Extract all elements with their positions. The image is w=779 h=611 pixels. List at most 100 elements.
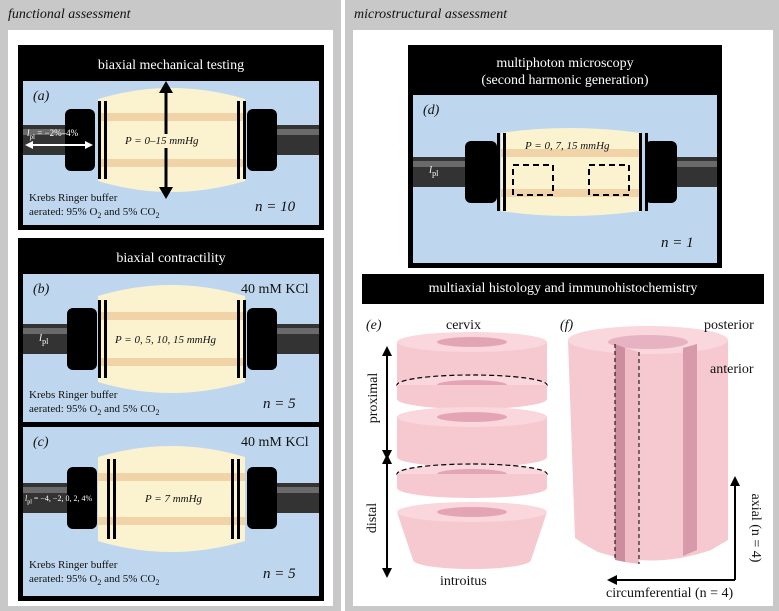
panel-b-n: n = 5	[263, 396, 296, 412]
imaging-region-left	[512, 164, 554, 196]
right-cannula-highlight	[259, 328, 319, 334]
histology-header: multiaxial histology and immunohistochem…	[428, 281, 698, 296]
proximal-label: proximal	[366, 372, 381, 424]
right-suture-1	[231, 459, 234, 539]
pressure-arrow-up	[159, 81, 173, 93]
panel-d-lpl-symbol: l	[429, 164, 433, 176]
imaging-region-right	[588, 164, 630, 196]
panel-f-label: (f)	[560, 318, 574, 333]
panel-d-header-line1: multiphoton microscopy	[496, 56, 634, 71]
axial-arrow-head	[730, 476, 740, 486]
ring-2-bottom	[397, 447, 547, 467]
right-suture-1	[237, 101, 240, 179]
left-clamp	[67, 308, 97, 370]
panel-d-header: multiphoton microscopy (second harmonic …	[408, 55, 722, 89]
buffer-o2: aerated: 95% O	[29, 403, 98, 415]
posterior-label: posterior	[704, 318, 754, 333]
circumferential-label: circumferential (n = 4)	[606, 586, 734, 601]
cut-face-dark	[615, 344, 625, 562]
panel-d-body: (d) P = 0, 7, 15 mmHg lpl n = 1	[413, 95, 717, 263]
right-clamp	[247, 109, 277, 171]
histology-header-bar: multiaxial histology and immunohistochem…	[362, 274, 764, 304]
panel-a-pressure-text: P = 0–15 mmHg	[125, 135, 199, 147]
panel-a-lpl-range: = −2%–4%	[34, 128, 79, 138]
buffer-o2: aerated: 95% O	[29, 573, 98, 585]
panel-a-label: (a)	[33, 89, 50, 104]
right-suture-1	[237, 300, 240, 378]
left-clamp	[67, 467, 97, 529]
vessel-band-bottom	[98, 358, 245, 366]
vessel-band-top	[98, 113, 245, 121]
panel-b-lpl-sub: pl	[42, 337, 49, 347]
vessel-band-bottom	[98, 517, 245, 525]
panel-d-header-line2: (second harmonic generation)	[481, 73, 649, 88]
panel-a-buffer-line1: Krebs Ringer buffer	[29, 192, 118, 204]
axial-label: axial (n = 4)	[748, 493, 763, 563]
panel-b-buffer-line2: aerated: 95% O2 and 5% CO2	[29, 402, 160, 420]
right-clamp	[645, 141, 677, 203]
panel-c-buffer: Krebs Ringer buffer aerated: 95% O2 and …	[29, 558, 160, 590]
ring-2-lumen	[437, 412, 507, 422]
sub-2: 2	[97, 211, 102, 221]
panel-b-lpl: lpl	[39, 331, 48, 349]
circumferential-arrow-head	[607, 575, 617, 585]
panel-d-lpl-sub: pl	[432, 169, 439, 179]
stretch-arrow-right	[85, 141, 93, 149]
panel-d-label: (d)	[423, 103, 440, 118]
panel-b-lpl-symbol: l	[39, 332, 43, 344]
introitus-label: introitus	[440, 574, 487, 589]
sub-2: 2	[97, 578, 102, 588]
right-suture-2	[243, 300, 246, 378]
panel-a-buffer-line2: aerated: 95% O2 and 5% CO2	[29, 205, 160, 223]
functional-title: functional assessment	[8, 7, 131, 22]
panel-c-pressure: P = 7 mmHg	[145, 492, 202, 506]
frustum-lumen	[437, 507, 507, 517]
cervix-label: cervix	[446, 318, 481, 333]
panel-c-lpl-sub: pl	[27, 499, 32, 506]
right-clamp	[247, 308, 277, 370]
panel-c-buffer-line1: Krebs Ringer buffer	[29, 559, 118, 571]
vessel-band-bottom	[501, 189, 641, 197]
panel-a-card: biaxial mechanical testing (a) P = 0–15	[18, 45, 324, 230]
panel-b-buffer: Krebs Ringer buffer aerated: 95% O2 and …	[29, 388, 160, 420]
panel-b-kcl: 40 mM KCl	[241, 282, 309, 297]
panel-a-lpl: lpl = −2%–4%	[27, 126, 78, 144]
panel-d-lpl: lpl	[429, 163, 438, 181]
left-suture-2	[503, 133, 506, 211]
left-suture-2	[104, 101, 107, 179]
panel-b-label: (b)	[33, 282, 50, 297]
anterior-label: anterior	[710, 362, 754, 377]
sub-2: 2	[155, 578, 160, 588]
microstructural-title: microstructural assessment	[354, 7, 508, 22]
panel-bc-card: biaxial contractility (b) 40 mM KCl P = …	[18, 238, 324, 601]
panel-c-pressure-text: P = 7 mmHg	[145, 493, 203, 505]
cylinder-lumen	[608, 335, 688, 349]
left-cannula-highlight	[413, 161, 473, 167]
right-cannula-highlight	[259, 129, 319, 135]
sub-2: 2	[155, 408, 160, 418]
panel-e-label: (e)	[366, 318, 382, 333]
panel-c-lpl-values: = −4, −2, 0, 2, 4%	[31, 494, 93, 503]
panel-c-body: (c) 40 mM KCl P = 7 mmHg lpl = −4, −2, 0…	[23, 427, 319, 596]
pressure-arrow-down	[159, 187, 173, 199]
left-suture-2	[113, 459, 116, 539]
right-cannula-highlight	[259, 487, 319, 493]
panel-b-header: biaxial contractility	[116, 251, 226, 266]
vessel-band-top	[501, 149, 641, 157]
panel-c-lpl: lpl = −4, −2, 0, 2, 4%	[25, 492, 92, 510]
buffer-co2: and 5% CO	[101, 573, 156, 585]
right-clamp	[247, 467, 277, 529]
panel-c-label: (c)	[33, 435, 49, 450]
panel-c-vessel-diagram	[23, 446, 319, 552]
panel-a-body: (a) P = 0–15 mmHg lpl = −2%–4% Krebs Rin…	[23, 81, 319, 225]
sub-2: 2	[97, 408, 102, 418]
panel-c-buffer-line2: aerated: 95% O2 and 5% CO2	[29, 572, 160, 590]
panel-b-vessel-diagram	[23, 285, 319, 393]
left-suture-2	[104, 300, 107, 378]
frustum-side	[397, 512, 547, 560]
cut-face-right	[683, 344, 697, 556]
slice-1-bottom	[397, 389, 547, 409]
panel-d-card: multiphoton microscopy (second harmonic …	[408, 45, 722, 268]
vessel-body	[98, 446, 245, 552]
panel-a-header: biaxial mechanical testing	[97, 58, 245, 73]
